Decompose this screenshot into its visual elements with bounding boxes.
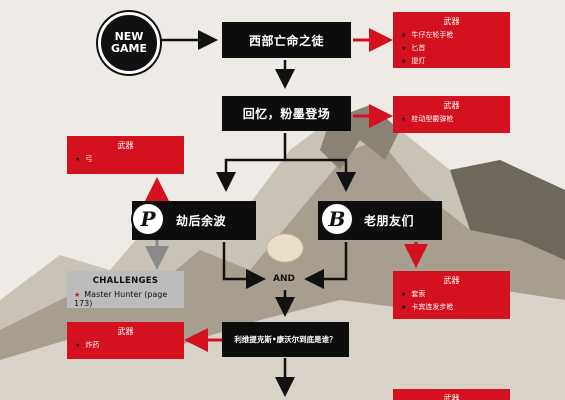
new-game-line1: NEW — [114, 30, 144, 43]
weapon-box-6-title: 武器 — [443, 394, 460, 400]
weapon-item: 套索 — [401, 288, 510, 301]
weapon-box-4: 武器 套索 卡宾连发步枪 — [393, 271, 510, 319]
weapon-box-1-title: 武器 — [443, 17, 460, 26]
new-game-badge: NEW GAME — [98, 12, 160, 74]
node-west-outlaw[interactable]: 西部亡命之徒 — [222, 22, 351, 58]
weapon-box-3: 武器 弓 — [67, 136, 184, 174]
weapon-box-5-title: 武器 — [117, 327, 134, 336]
challenges-box: CHALLENGES Master Hunter (page 173) — [67, 271, 184, 308]
weapon-box-2-title: 武器 — [443, 101, 460, 110]
node-memory[interactable]: 回忆，粉墨登场 — [222, 96, 351, 131]
weapon-box-1: 武器 牛仔左轮手枪 匕首 提灯 — [393, 12, 510, 68]
weapon-box-3-title: 武器 — [117, 141, 134, 150]
badge-p-letter: P — [140, 207, 156, 231]
connector-arrows — [145, 28, 428, 397]
badge-b-icon: B — [320, 202, 354, 236]
weapon-box-2: 武器 栓动型霰弹枪 — [393, 96, 510, 133]
weapon-box-6: 武器 — [393, 389, 510, 400]
weapon-item: 牛仔左轮手枪 — [401, 29, 510, 42]
node-memory-label: 回忆，粉墨登场 — [242, 107, 331, 121]
weapon-item: 卡宾连发步枪 — [401, 301, 510, 314]
challenges-title: CHALLENGES — [92, 276, 159, 286]
node-question-label: 利维提克斯•康沃尔到底是谁？ — [234, 335, 337, 344]
and-label: AND — [273, 274, 295, 284]
node-west-outlaw-label: 西部亡命之徒 — [248, 33, 324, 48]
weapon-item: 提灯 — [401, 55, 510, 68]
weapon-item: 匕首 — [401, 42, 510, 55]
weapon-item: 弓 — [75, 153, 184, 166]
weapon-item: 炸药 — [75, 339, 184, 352]
badge-b-letter: B — [328, 207, 346, 231]
weapon-box-4-title: 武器 — [443, 276, 460, 285]
challenges-item: Master Hunter (page 173) — [67, 286, 184, 308]
weapon-box-5: 武器 炸药 — [67, 322, 184, 359]
node-aftermath-label: 劫后余波 — [176, 214, 227, 228]
node-question[interactable]: 利维提克斯•康沃尔到底是谁？ — [222, 322, 349, 357]
badge-p-icon: P — [131, 202, 165, 236]
node-old-friends-label: 老朋友们 — [364, 214, 415, 228]
weapon-item: 栓动型霰弹枪 — [401, 113, 510, 126]
new-game-line2: GAME — [110, 42, 147, 55]
